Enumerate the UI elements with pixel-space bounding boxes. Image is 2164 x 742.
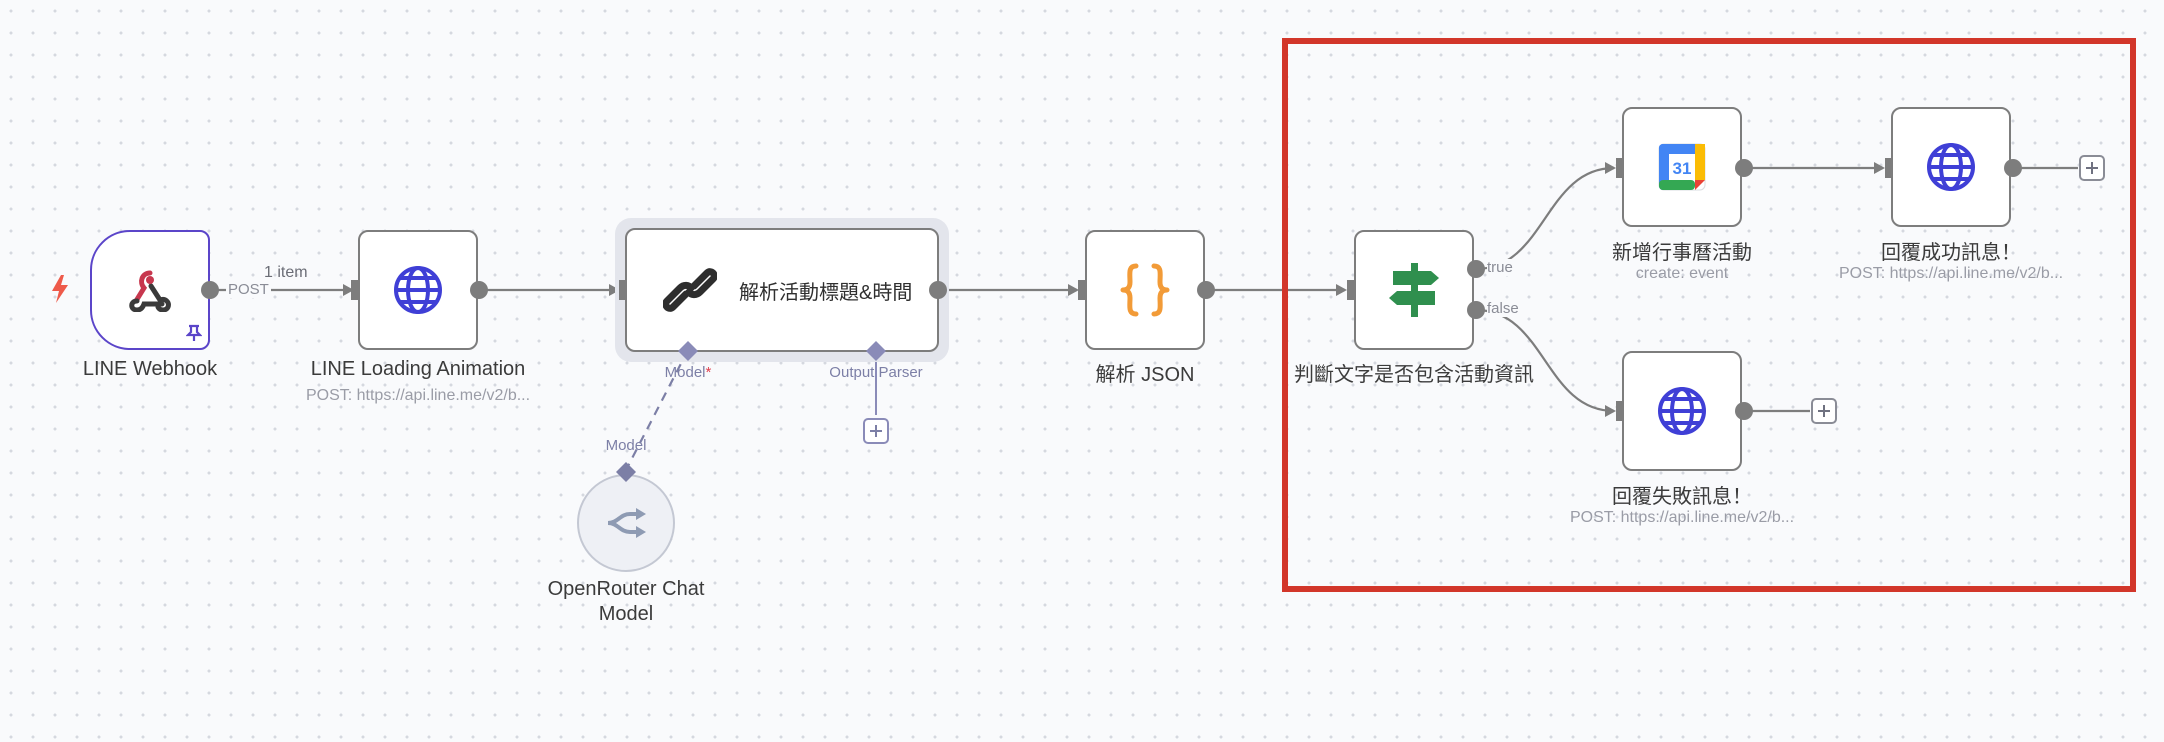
node-subtitle: POST: https://api.line.me/v2/b... — [305, 387, 531, 404]
google-calendar-icon: 31 — [1658, 143, 1706, 191]
input-handle[interactable] — [351, 280, 361, 300]
node-title: LINE Loading Animation — [310, 358, 526, 380]
globe-icon — [394, 266, 442, 314]
link-chain-icon — [663, 268, 717, 312]
node-line-webhook[interactable] — [90, 230, 210, 350]
webhook-icon — [129, 270, 171, 312]
true-branch-label: true — [1487, 259, 1513, 276]
node-title: Model — [598, 603, 654, 625]
signpost-icon — [1389, 263, 1439, 317]
output-handle[interactable] — [1196, 280, 1216, 300]
openrouter-icon — [607, 508, 646, 538]
output-handle[interactable] — [928, 280, 948, 300]
item-count-label: 1 item — [264, 264, 308, 281]
add-output-parser-button[interactable] — [863, 418, 889, 444]
output-handle[interactable] — [200, 280, 220, 300]
input-handle[interactable] — [1885, 158, 1895, 178]
false-branch-label: false — [1487, 300, 1519, 317]
calendar-day-text: 31 — [1673, 159, 1692, 178]
node-line-loading-animation[interactable] — [358, 230, 478, 350]
trigger-bolt-icon — [52, 275, 68, 303]
node-parse-json[interactable] — [1085, 230, 1205, 350]
node-subtitle: POST: https://api.line.me/v2/b... — [1569, 509, 1795, 526]
input-handle[interactable] — [619, 280, 629, 300]
code-braces-icon — [1120, 263, 1170, 317]
node-title: 新增行事曆活動 — [1612, 242, 1752, 264]
pin-icon[interactable] — [186, 324, 202, 342]
arrow-head — [1068, 284, 1079, 296]
arrow-head — [609, 284, 620, 296]
true-output-handle[interactable] — [1466, 259, 1486, 279]
arrow-head — [1336, 284, 1347, 296]
globe-icon — [1658, 387, 1706, 435]
globe-icon — [1927, 143, 1975, 191]
input-handle[interactable] — [1616, 401, 1626, 421]
node-title: 回覆失敗訊息！ — [1612, 486, 1752, 508]
node-google-calendar[interactable]: 31 — [1622, 107, 1742, 227]
arrow-head — [1874, 162, 1885, 174]
node-title: 判斷文字是否包含活動資訊 — [1294, 364, 1534, 386]
node-title: 解析 JSON — [1095, 364, 1195, 386]
node-if-condition[interactable] — [1354, 230, 1474, 350]
parser-handle-diamond[interactable] — [865, 340, 887, 362]
webhook-method-label: POST — [226, 281, 271, 298]
openrouter-model-label: Model — [605, 437, 647, 454]
add-node-button[interactable] — [1811, 398, 1837, 424]
node-reply-fail[interactable] — [1622, 351, 1742, 471]
output-handle[interactable] — [1734, 401, 1754, 421]
arrow-head — [1605, 162, 1616, 174]
input-handle[interactable] — [1078, 280, 1088, 300]
node-subtitle: POST: https://api.line.me/v2/b... — [1838, 265, 2064, 282]
node-title: LINE Webhook — [82, 358, 218, 380]
node-openrouter-chat-model[interactable] — [577, 474, 675, 572]
node-title: OpenRouter Chat — [547, 578, 705, 600]
output-parser-handle-label: Output Parser — [829, 364, 923, 381]
arrow-head — [1605, 405, 1616, 417]
input-handle[interactable] — [1616, 158, 1626, 178]
output-handle[interactable] — [469, 280, 489, 300]
node-subtitle: create: event — [1635, 265, 1729, 282]
node-ai-agent[interactable]: 解析活動標題&時間 — [625, 228, 939, 352]
input-handle[interactable] — [1347, 280, 1357, 300]
node-title: 解析活動標題&時間 — [739, 281, 913, 304]
add-node-button[interactable] — [2079, 155, 2105, 181]
openrouter-handle-diamond[interactable] — [615, 461, 637, 483]
model-handle-label: Model* — [664, 364, 712, 381]
output-handle[interactable] — [1734, 158, 1754, 178]
model-handle-diamond[interactable] — [677, 340, 699, 362]
connection-model-openrouter[interactable] — [625, 349, 689, 471]
node-title: 回覆成功訊息！ — [1881, 242, 2021, 264]
arrow-head — [343, 284, 354, 296]
highlight-annotation-box — [1282, 38, 2136, 592]
output-handle[interactable] — [2003, 158, 2023, 178]
false-output-handle[interactable] — [1466, 300, 1486, 320]
